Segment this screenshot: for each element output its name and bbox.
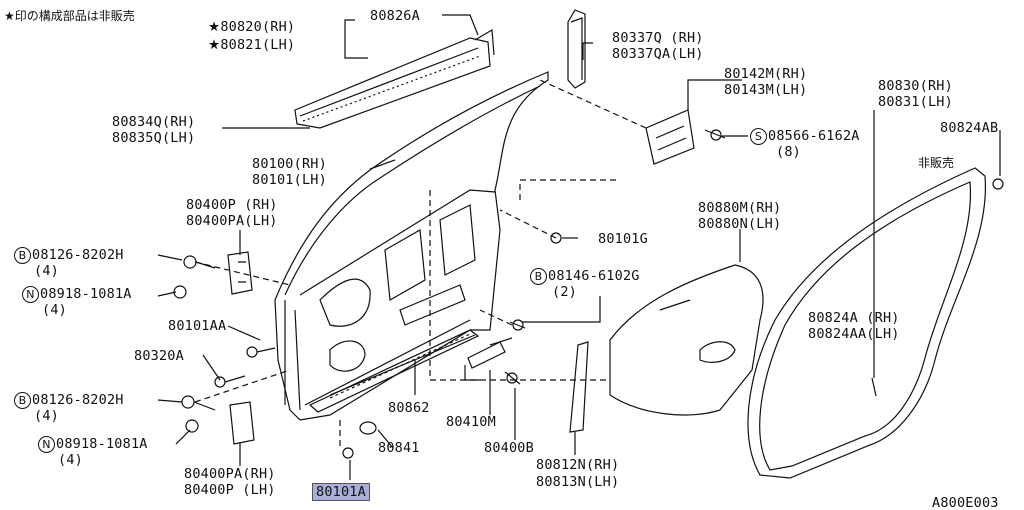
star-icon: ★ (208, 37, 221, 53)
part-label-80143m[interactable]: 80143M(LH) (724, 82, 808, 98)
door-weatherstrip (747, 167, 987, 479)
part-label-80101g[interactable]: 80101G (598, 231, 648, 247)
part-label-80101a-highlighted[interactable]: 80101A (312, 483, 370, 501)
mirror-bracket (645, 109, 695, 165)
part-label-80812n[interactable]: 80812N(RH) (536, 457, 620, 473)
qty-08126-top: (4) (34, 263, 59, 279)
part-label-80824a[interactable]: 80824A (RH) (808, 310, 900, 326)
leader-lines (157, 14, 1001, 480)
not-sold-tag: 非販売 (918, 156, 955, 170)
part-label-80841[interactable]: 80841 (378, 440, 420, 456)
plug-80101a (342, 447, 354, 459)
part-label-80320a[interactable]: 80320A (134, 348, 184, 364)
part-label-80835q[interactable]: 80835Q(LH) (112, 130, 196, 146)
part-label-80880n[interactable]: 80880N(LH) (698, 216, 782, 232)
part-label-80337qa[interactable]: 80337QA(LH) (612, 46, 704, 62)
part-label-80880m[interactable]: 80880M(RH) (698, 200, 782, 216)
part-label-80824aa[interactable]: 80824AA(LH) (808, 326, 900, 342)
sash-moulding-strip (294, 28, 495, 129)
part-label-80820[interactable]: ★80820(RH) (208, 19, 296, 35)
diagram-code: A800E003 (932, 495, 999, 510)
assembly-lines (194, 79, 647, 450)
pillar-finisher (569, 341, 589, 433)
corner-sash-piece (567, 9, 586, 89)
part-label-80821[interactable]: ★80821(LH) (208, 37, 296, 53)
lower-hinge (181, 395, 255, 445)
part-label-80400pa-bottom[interactable]: 80400PA(RH) (184, 466, 276, 482)
part-label-80400b[interactable]: 80400B (484, 440, 534, 456)
part-label-80337q[interactable]: 80337Q (RH) (612, 30, 704, 46)
part-label-80400p-bottom[interactable]: 80400P (LH) (184, 482, 276, 498)
part-label-80831[interactable]: 80831(LH) (878, 94, 953, 110)
door-check-link (464, 337, 513, 381)
qty-08126-bottom: (4) (34, 408, 59, 424)
part-label-80101aa[interactable]: 80101AA (168, 318, 227, 334)
part-label-80824ab[interactable]: 80824AB (940, 120, 999, 136)
part-label-80813n[interactable]: 80813N(LH) (536, 474, 620, 490)
part-label-80826a[interactable]: 80826A (370, 8, 420, 24)
n-circle-icon: N (22, 286, 39, 303)
qty-08146: (2) (552, 284, 577, 300)
b-circle-icon: B (14, 247, 31, 264)
part-label-80142m[interactable]: 80142M(RH) (724, 66, 808, 82)
b-circle-icon: B (530, 268, 547, 285)
part-label-80101[interactable]: 80101(LH) (252, 172, 327, 188)
not-sold-note: ★印の構成部品は非販売 (4, 9, 135, 23)
part-label-80834q[interactable]: 80834Q(RH) (112, 114, 196, 130)
part-label-80400pa-top[interactable]: 80400PA(LH) (186, 213, 278, 229)
sealing-screen (609, 264, 764, 416)
n-circle-icon: N (38, 436, 55, 453)
qty-08918-top: (4) (42, 302, 67, 318)
lower-sealing-strip (308, 329, 480, 413)
part-label-80830[interactable]: 80830(RH) (878, 78, 953, 94)
b-circle-icon: B (14, 392, 31, 409)
part-label-80100[interactable]: 80100(RH) (252, 156, 327, 172)
part-label-80400p-top[interactable]: 80400P (RH) (186, 197, 278, 213)
qty-08566: (8) (776, 144, 801, 160)
plug-80841 (359, 421, 377, 435)
part-label-80410m[interactable]: 80410M (446, 414, 496, 430)
s-circle-icon: S (750, 128, 767, 145)
upper-hinge (173, 251, 253, 299)
star-icon: ★ (208, 19, 221, 35)
part-label-80862[interactable]: 80862 (388, 400, 430, 416)
bolts (214, 129, 1004, 388)
qty-08918-bottom: (4) (58, 452, 83, 468)
